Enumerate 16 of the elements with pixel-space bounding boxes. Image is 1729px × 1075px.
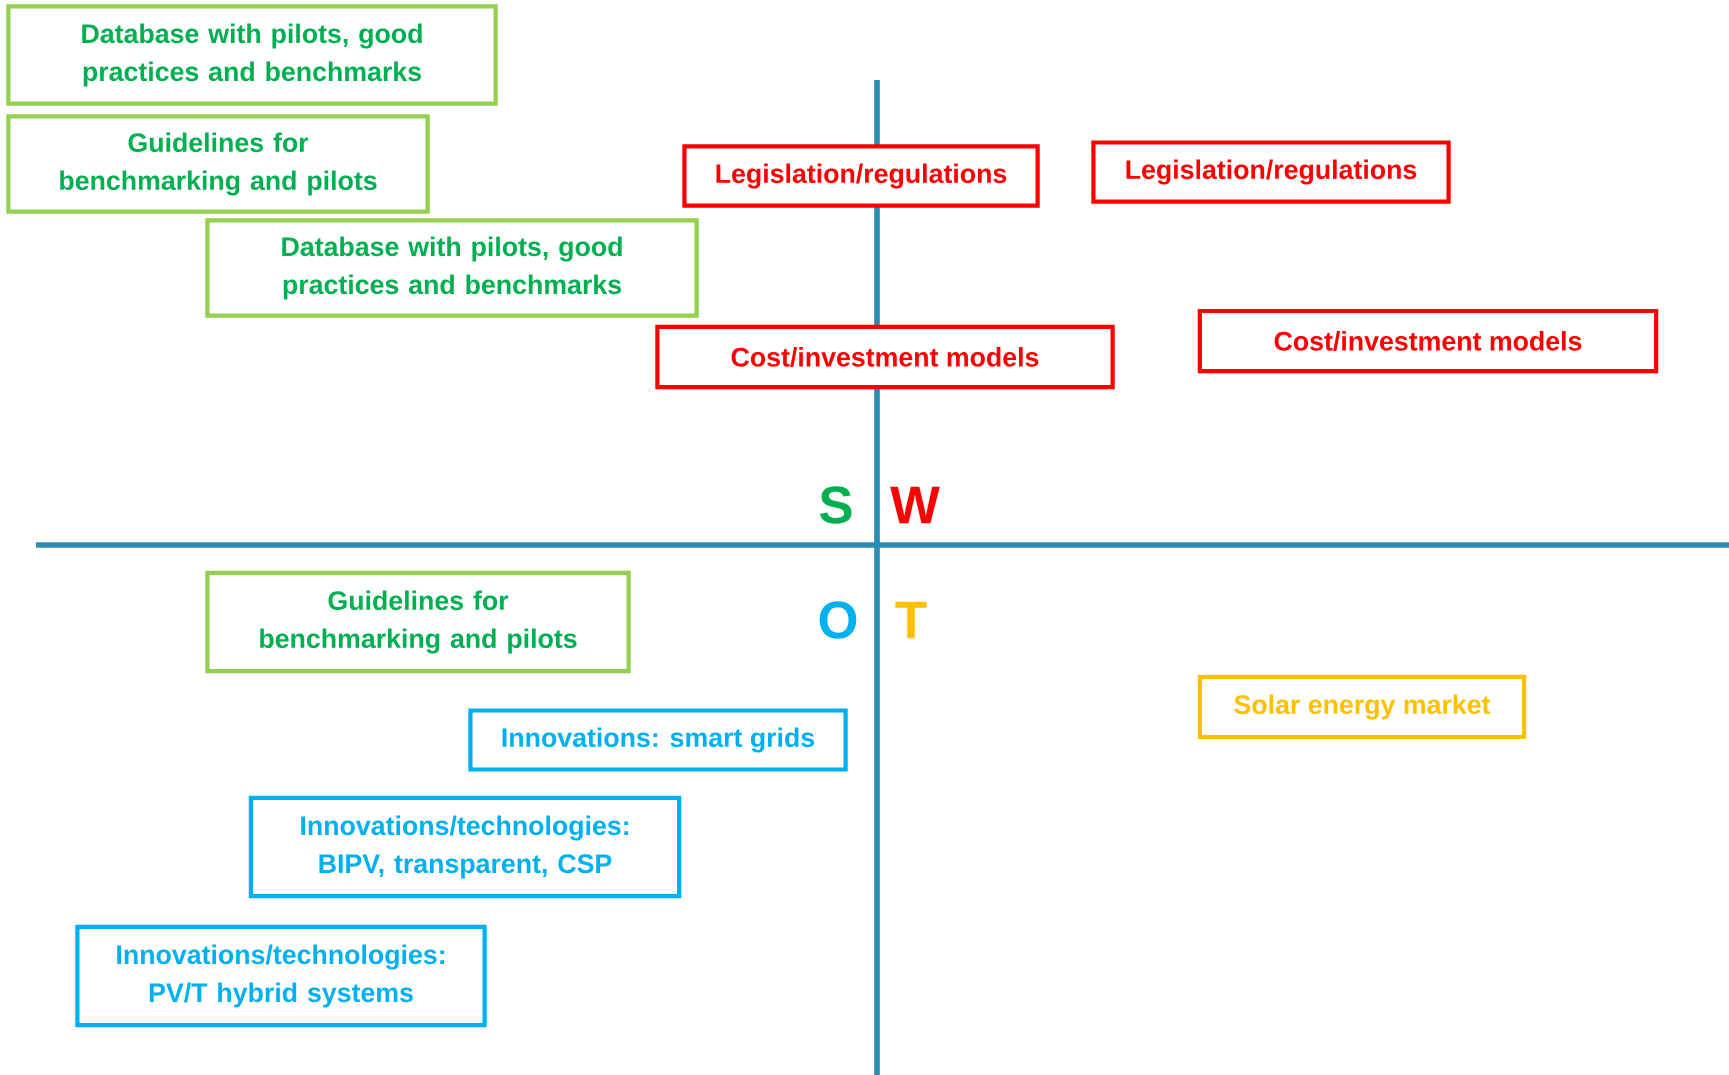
- text-box: Cost/investment models: [1197, 308, 1659, 374]
- text-box: Guidelines for benchmarking and pilots: [205, 570, 631, 674]
- text-box: Legislation/regulations: [1091, 140, 1451, 204]
- quadrant-letter: W: [890, 486, 940, 524]
- text-box: Legislation/regulations: [682, 144, 1040, 208]
- text-box: Solar energy market: [1197, 674, 1527, 740]
- text-box: Database with pilots, good practices and benchmarks: [205, 218, 699, 318]
- text-box: Database with pilots, good practices and benchmarks: [6, 4, 498, 106]
- quadrant-letter: O: [819, 601, 857, 639]
- quadrant-letter: S: [819, 486, 852, 524]
- text-box: Innovations: smart grids: [468, 708, 848, 772]
- text-box: Cost/investment models: [655, 324, 1115, 390]
- text-box: Innovations/technologies: PV/T hybrid systems: [75, 924, 487, 1028]
- quadrant-letter: T: [895, 601, 927, 639]
- text-box: Innovations/technologies: BIPV, transparent, CSP: [248, 795, 682, 899]
- text-box: Guidelines for benchmarking and pilots: [6, 114, 430, 214]
